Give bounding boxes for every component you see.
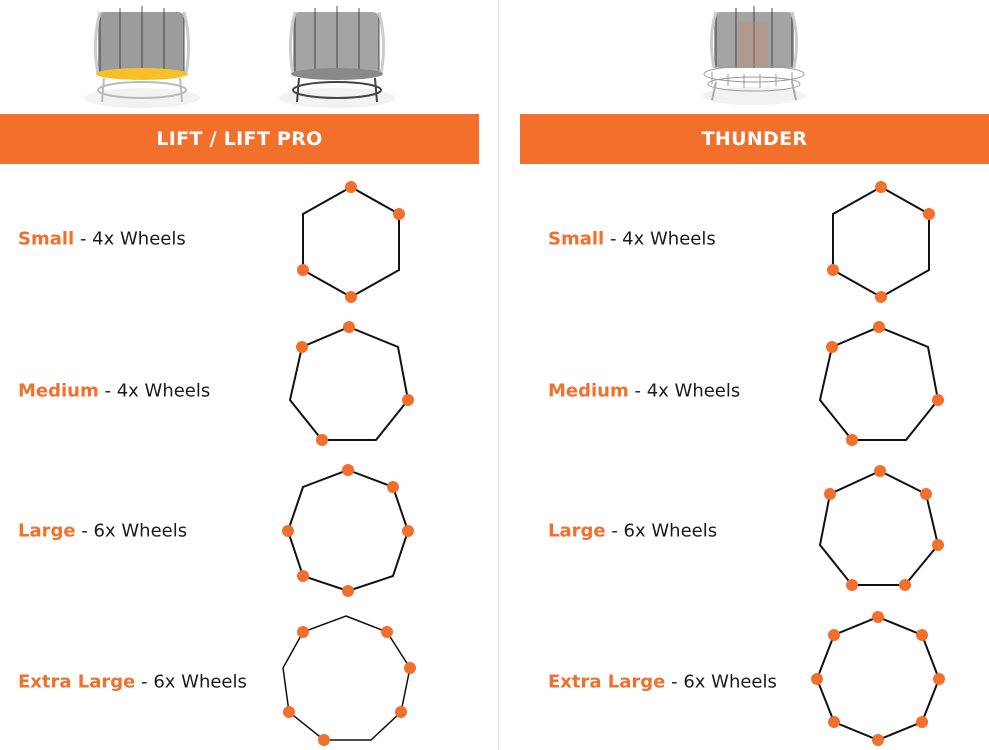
size-name: Medium (18, 380, 99, 402)
wheel-dot (404, 662, 416, 674)
size-label: Small - 4x Wheels (18, 229, 186, 250)
wheel-dot (899, 579, 911, 591)
frame-shape-large (818, 465, 944, 591)
size-label: Large - 6x Wheels (18, 521, 187, 542)
wheel-dot (846, 434, 858, 446)
size-row-small: Small - 4x Wheels (0, 0, 479, 250)
wheel-dot (932, 539, 944, 551)
column-lift: LIFT / LIFT PRO Small - 4x Wheels Medium… (0, 0, 479, 750)
frame-shape-small (827, 181, 935, 303)
size-name: Extra Large (18, 671, 136, 693)
frame-shape-medium (818, 321, 944, 446)
wheel-dot (387, 481, 399, 493)
wheel-dot (282, 525, 294, 537)
wheel-dot (916, 629, 928, 641)
wheel-dot (932, 394, 944, 406)
wheel-dot (318, 734, 330, 746)
wheel-count: - 4x Wheels (98, 380, 211, 402)
wheel-count: - 4x Wheels (628, 380, 741, 402)
wheel-dot (316, 434, 328, 446)
wheel-dot (297, 264, 309, 276)
size-row-medium: Medium - 4x Wheels (520, 0, 989, 402)
size-row-extra-large: Extra Large - 6x Wheels (0, 0, 479, 693)
frame-shape-small (297, 181, 405, 303)
size-name: Small (18, 228, 75, 250)
size-label: Medium - 4x Wheels (548, 381, 740, 402)
wheel-dot (297, 570, 309, 582)
size-row-large: Large - 6x Wheels (0, 0, 479, 542)
wheel-dot (872, 734, 884, 746)
frame-shape-extra-large (282, 615, 416, 746)
wheel-dot (811, 673, 823, 685)
wheel-dot (402, 525, 414, 537)
size-row-medium: Medium - 4x Wheels (0, 0, 479, 402)
header-thunder: THUNDER (520, 114, 989, 164)
header-lift: LIFT / LIFT PRO (0, 114, 479, 164)
frame-outline (288, 325, 410, 441)
size-label: Large - 6x Wheels (548, 521, 717, 542)
trampoline-grey-icon (279, 6, 395, 108)
wheel-count: - 4x Wheels (74, 228, 186, 250)
wheel-count: - 6x Wheels (665, 671, 777, 693)
wheel-dot (342, 464, 354, 476)
wheel-dot (828, 629, 840, 641)
wheel-dot (933, 673, 945, 685)
wheel-dot (297, 626, 309, 638)
wheel-dot (828, 716, 840, 728)
column-thunder: THUNDER Small - 4x Wheels Medium - 4x Wh… (520, 0, 989, 750)
wheel-dot (874, 465, 886, 477)
frame-outline (818, 325, 940, 441)
wheel-dot (875, 181, 887, 193)
wheel-dot (923, 208, 935, 220)
wheel-dot (824, 488, 836, 500)
frame-outline (282, 615, 411, 741)
wheel-dot (345, 181, 357, 193)
size-label: Small - 4x Wheels (548, 229, 716, 250)
wheel-dot (402, 394, 414, 406)
trampoline-thunder-icon (702, 6, 806, 105)
wheel-count: - 6x Wheels (135, 671, 247, 693)
wheel-dot (395, 706, 407, 718)
wheel-count: - 6x Wheels (75, 520, 188, 542)
frame-outline (818, 469, 940, 586)
size-name: Extra Large (548, 671, 666, 693)
frame-shape-extra-large (811, 611, 945, 746)
size-name: Medium (548, 380, 629, 402)
wheel-dot (381, 626, 393, 638)
wheel-dot (875, 291, 887, 303)
wheel-count: - 6x Wheels (605, 520, 718, 542)
wheel-dot (826, 341, 838, 353)
wheel-dot (846, 579, 858, 591)
column-divider (498, 0, 499, 750)
trampoline-yellow-icon (84, 6, 200, 108)
size-label: Extra Large - 6x Wheels (18, 672, 247, 693)
wheel-dot (920, 488, 932, 500)
wheel-dot (916, 716, 928, 728)
size-label: Extra Large - 6x Wheels (548, 672, 777, 693)
wheel-dot (393, 208, 405, 220)
frame-shape-medium (288, 321, 414, 446)
wheel-dot (827, 264, 839, 276)
size-row-large: Large - 6x Wheels (520, 0, 989, 542)
size-row-small: Small - 4x Wheels (520, 0, 989, 250)
size-name: Large (548, 520, 606, 542)
wheel-dot (283, 706, 295, 718)
size-name: Small (548, 228, 605, 250)
size-name: Large (18, 520, 76, 542)
wheel-dot (345, 291, 357, 303)
size-label: Medium - 4x Wheels (18, 381, 210, 402)
wheel-dot (343, 321, 355, 333)
wheel-dot (296, 341, 308, 353)
frame-shape-large (282, 464, 414, 597)
wheel-count: - 4x Wheels (604, 228, 716, 250)
wheel-dot (342, 585, 354, 597)
wheel-dot (872, 611, 884, 623)
size-row-extra-large: Extra Large - 6x Wheels (520, 0, 989, 693)
wheel-dot (873, 321, 885, 333)
